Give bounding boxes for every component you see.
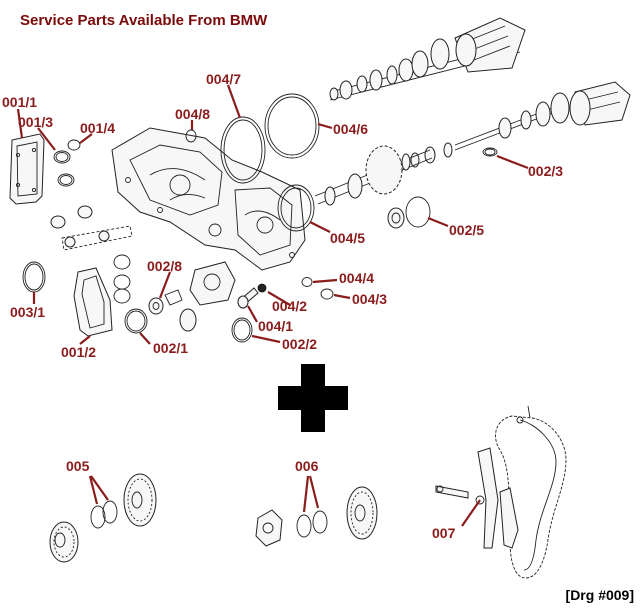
- label-002-3: 002/3: [528, 163, 564, 179]
- label-001-3: 001/3: [18, 114, 54, 130]
- label-007: 007: [432, 525, 456, 541]
- transmission-housing: [111, 127, 306, 271]
- seal-ring-004-5: [277, 184, 315, 232]
- o-ring-004-2: [257, 283, 267, 293]
- output-shaft: [314, 145, 433, 206]
- label-002-2: 002/2: [282, 336, 318, 352]
- plus-icon: [278, 364, 348, 432]
- upper-camshaft-assembly: [329, 17, 526, 101]
- valve-cluster: [164, 261, 236, 306]
- o-ring-002-2: [231, 317, 253, 343]
- left-small-rings: [113, 254, 131, 304]
- sprocket-assembly-006: [255, 486, 378, 547]
- gasket-001-2: [73, 267, 113, 337]
- timing-chain-assembly-007: [435, 405, 567, 579]
- seal-ring-004-6: [264, 93, 320, 159]
- o-ring-001-4: [67, 139, 81, 151]
- plug-002-8: [148, 297, 164, 315]
- label-002-5: 002/5: [449, 222, 485, 238]
- sprocket-assembly-005: [49, 473, 157, 563]
- label-003-1: 003/1: [10, 304, 46, 320]
- drawing-reference: [Drg #009]: [565, 587, 634, 603]
- label-004-8: 004/8: [175, 106, 211, 122]
- label-004-1: 004/1: [258, 318, 294, 334]
- label-002-1: 002/1: [153, 340, 189, 356]
- page-title: Service Parts Available From BMW: [20, 12, 268, 29]
- o-ring-002-3: [482, 147, 498, 157]
- label-004-4: 004/4: [339, 270, 375, 286]
- label-005: 005: [66, 458, 90, 474]
- label-004-6: 004/6: [333, 121, 369, 137]
- lower-camshaft-assembly: [410, 81, 631, 168]
- seal-ring-003-1: [22, 261, 46, 293]
- label-004-3: 004/3: [352, 291, 388, 307]
- o-ring-004-4: [301, 277, 313, 287]
- label-002-8: 002/8: [147, 258, 183, 274]
- o-ring-004-3: [320, 288, 334, 300]
- label-004-7: 004/7: [206, 71, 242, 87]
- o-rings-001-3: [53, 150, 75, 187]
- seal-ring-002-1: [124, 308, 148, 334]
- label-006: 006: [295, 458, 319, 474]
- left-bushings: [50, 205, 133, 251]
- label-001-1: 001/1: [2, 94, 38, 110]
- seal-002-5: [387, 196, 431, 229]
- label-004-5: 004/5: [330, 230, 366, 246]
- label-001-4: 001/4: [80, 120, 116, 136]
- label-001-2: 001/2: [61, 344, 97, 360]
- label-004-2: 004/2: [272, 298, 308, 314]
- leader-lines: [16, 84, 529, 527]
- bushing-left-lower: [179, 308, 197, 332]
- seal-ring-004-7: [220, 116, 266, 184]
- cover-gasket-001-1: [9, 133, 45, 205]
- bolt-004-1: [237, 287, 259, 309]
